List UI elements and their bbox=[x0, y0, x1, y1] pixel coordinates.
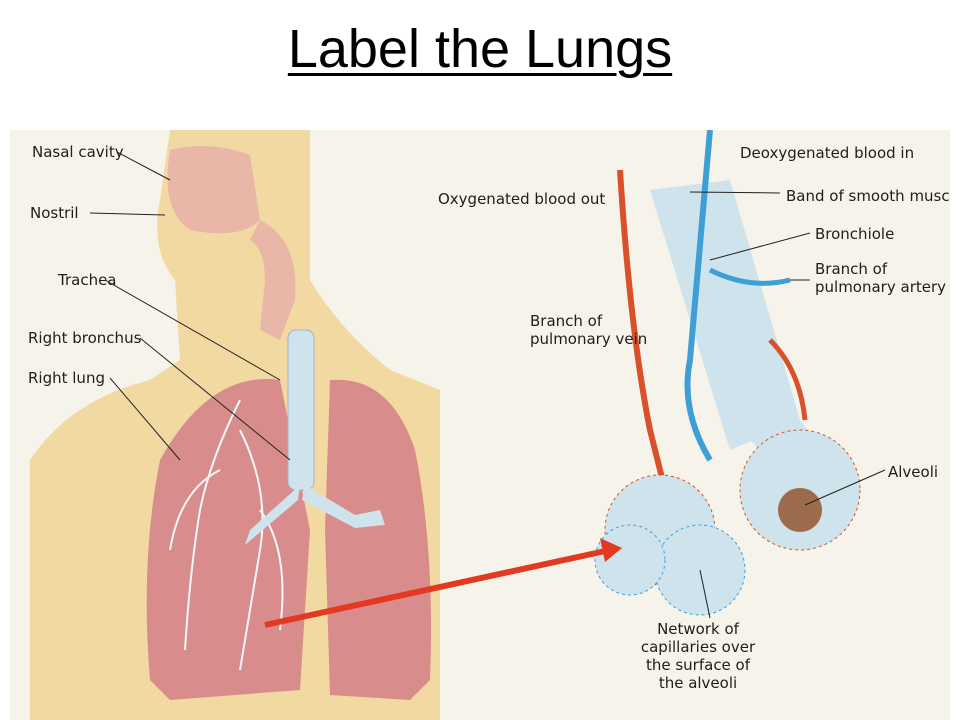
label-right-lung: Right lung bbox=[28, 369, 105, 387]
zoom-arrowhead bbox=[600, 538, 622, 562]
lungs-diagram: Nasal cavity Nostril Trachea Right bronc… bbox=[10, 130, 950, 720]
label-oxygenated-blood-out: Oxygenated blood out bbox=[438, 190, 606, 208]
capillaries-line-2: capillaries over bbox=[640, 638, 756, 656]
left-bronchus-shape bbox=[302, 485, 385, 528]
label-trachea: Trachea bbox=[58, 271, 117, 289]
trachea-shape bbox=[287, 329, 315, 491]
leader-lines bbox=[89, 151, 886, 619]
label-bronchiole: Bronchiole bbox=[815, 225, 895, 243]
right-bronchus-shape bbox=[245, 485, 300, 545]
label-alveoli: Alveoli bbox=[888, 463, 939, 481]
pulmonary-artery-line-2: pulmonary artery bbox=[815, 278, 947, 296]
label-network-of-capillaries: Network of capillaries over the surface … bbox=[628, 620, 768, 692]
label-branch-of-pulmonary-vein: Branch of pulmonary vein bbox=[530, 312, 647, 348]
pulmonary-artery-line-1: Branch of bbox=[815, 260, 888, 278]
page-title: Label the Lungs bbox=[287, 19, 673, 79]
capillaries-line-1: Network of bbox=[657, 620, 739, 638]
pulmonary-vein-line-2: pulmonary vein bbox=[530, 330, 648, 348]
label-branch-of-pulmonary-artery: Branch of pulmonary artery bbox=[815, 260, 946, 296]
pulmonary-vein-line-1: Branch of bbox=[530, 312, 603, 330]
label-band-of-smooth-muscle: Band of smooth muscle bbox=[786, 187, 950, 205]
capillaries-line-3: the surface of bbox=[645, 656, 751, 674]
label-nostril: Nostril bbox=[30, 204, 79, 222]
label-nasal-cavity: Nasal cavity bbox=[32, 143, 124, 161]
nasal-cavity-shape bbox=[167, 146, 260, 234]
diagram-illustration bbox=[30, 130, 886, 720]
alveoli-clusters bbox=[594, 429, 861, 616]
throat-shape bbox=[250, 220, 296, 340]
capillaries-line-4: the alveoli bbox=[658, 674, 738, 692]
left-lung-shape bbox=[325, 379, 431, 700]
zoom-arrow bbox=[264, 547, 611, 628]
label-right-bronchus: Right bronchus bbox=[28, 329, 142, 347]
label-deoxygenated-blood-in: Deoxygenated blood in bbox=[740, 144, 915, 162]
